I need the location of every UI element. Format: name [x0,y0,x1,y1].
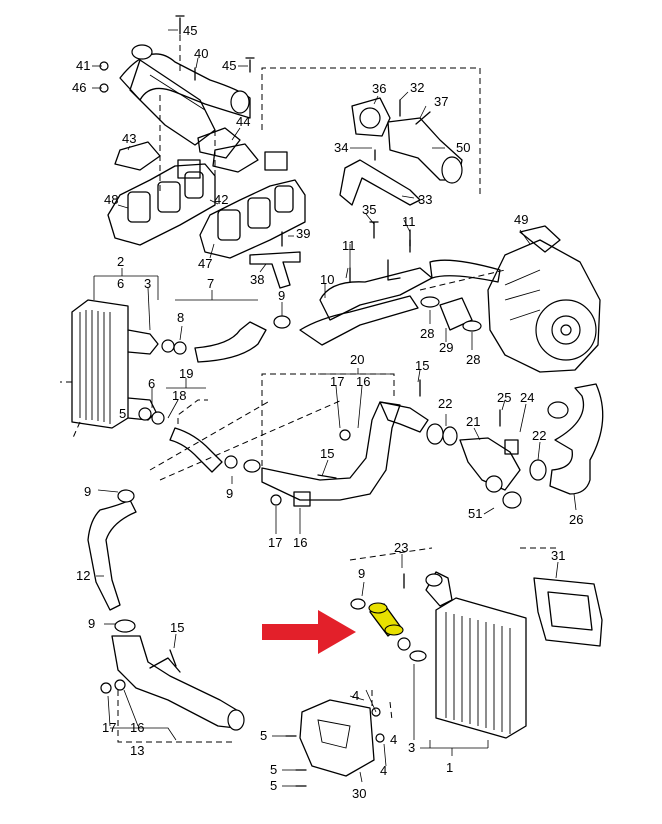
callout: 9 [84,484,91,499]
callout: 34 [334,140,348,155]
callout: 16 [130,720,144,735]
callout: 21 [466,414,480,429]
callout: 33 [418,192,432,207]
callout: 46 [72,80,86,95]
throttle-body-group [339,97,463,247]
callout: 22 [532,428,546,443]
callout: 9 [88,616,95,631]
callout: 35 [362,202,376,217]
right-intercooler-group [149,399,603,787]
intake-manifold-group [99,15,306,289]
callout: 50 [456,140,470,155]
callout: 36 [372,81,386,96]
red-pointer-arrow [262,610,356,654]
callout: 3 [144,276,151,291]
callout: 17 [330,374,344,389]
callout: 29 [439,340,453,355]
callout: 45 [222,58,236,73]
callout: 49 [514,212,528,227]
callout-labels: 45 45 41 40 46 43 44 48 42 47 36 32 37 3… [72,23,583,801]
callout: 32 [410,80,424,95]
callout: 8 [177,310,184,325]
callout: 6 [117,276,124,291]
callout: 31 [551,548,565,563]
callout: 4 [352,688,359,703]
callout: 5 [270,778,277,793]
callout: 6 [148,376,155,391]
callout: 28 [466,352,480,367]
callout: 43 [122,131,136,146]
turbocharger-group [299,225,601,373]
callout: 4 [380,763,387,778]
callout: 22 [438,396,452,411]
callout: 10 [320,272,334,287]
callout: 15 [320,446,334,461]
callout: 25 [497,390,511,405]
highlighted-connector [368,602,404,637]
callout: 20 [350,352,364,367]
callout: 3 [408,740,415,755]
callout: 47 [198,256,212,271]
callout: 2 [117,254,124,269]
callout: 28 [420,326,434,341]
callout: 7 [207,276,214,291]
right-pipe-group [442,383,604,509]
callout: 37 [434,94,448,109]
leader-lines [92,29,577,787]
callout: 12 [76,568,90,583]
callout: 16 [356,374,370,389]
left-intercooler-group [60,299,291,473]
callout: 1 [446,760,453,775]
callout: 15 [170,620,184,635]
callout: 38 [250,272,264,287]
callout: 17 [268,535,282,550]
callout: 17 [102,720,116,735]
callout: 11 [342,238,356,253]
callout: 15 [415,358,429,373]
callout: 30 [352,786,366,801]
callout: 48 [104,192,118,207]
callout: 9 [278,288,285,303]
callout: 4 [390,732,397,747]
callout: 11 [402,214,416,229]
callout: 39 [296,226,310,241]
callout: 41 [76,58,90,73]
callout: 45 [183,23,197,38]
callout: 51 [468,506,482,521]
callout: 5 [260,728,267,743]
callout: 18 [172,388,186,403]
callout: 13 [130,743,144,758]
callout: 5 [119,406,126,421]
callout: 24 [520,390,534,405]
charge-pipe-group [177,373,444,507]
callout: 9 [358,566,365,581]
callout: 9 [226,486,233,501]
callout: 42 [214,192,228,207]
callout: 5 [270,762,277,777]
callout: 40 [194,46,208,61]
callout: 16 [293,535,307,550]
callout: 23 [394,540,408,555]
lower-left-hose-group [87,489,245,743]
callout: 19 [179,366,193,381]
callout: 44 [236,114,250,129]
callout: 26 [569,512,583,527]
